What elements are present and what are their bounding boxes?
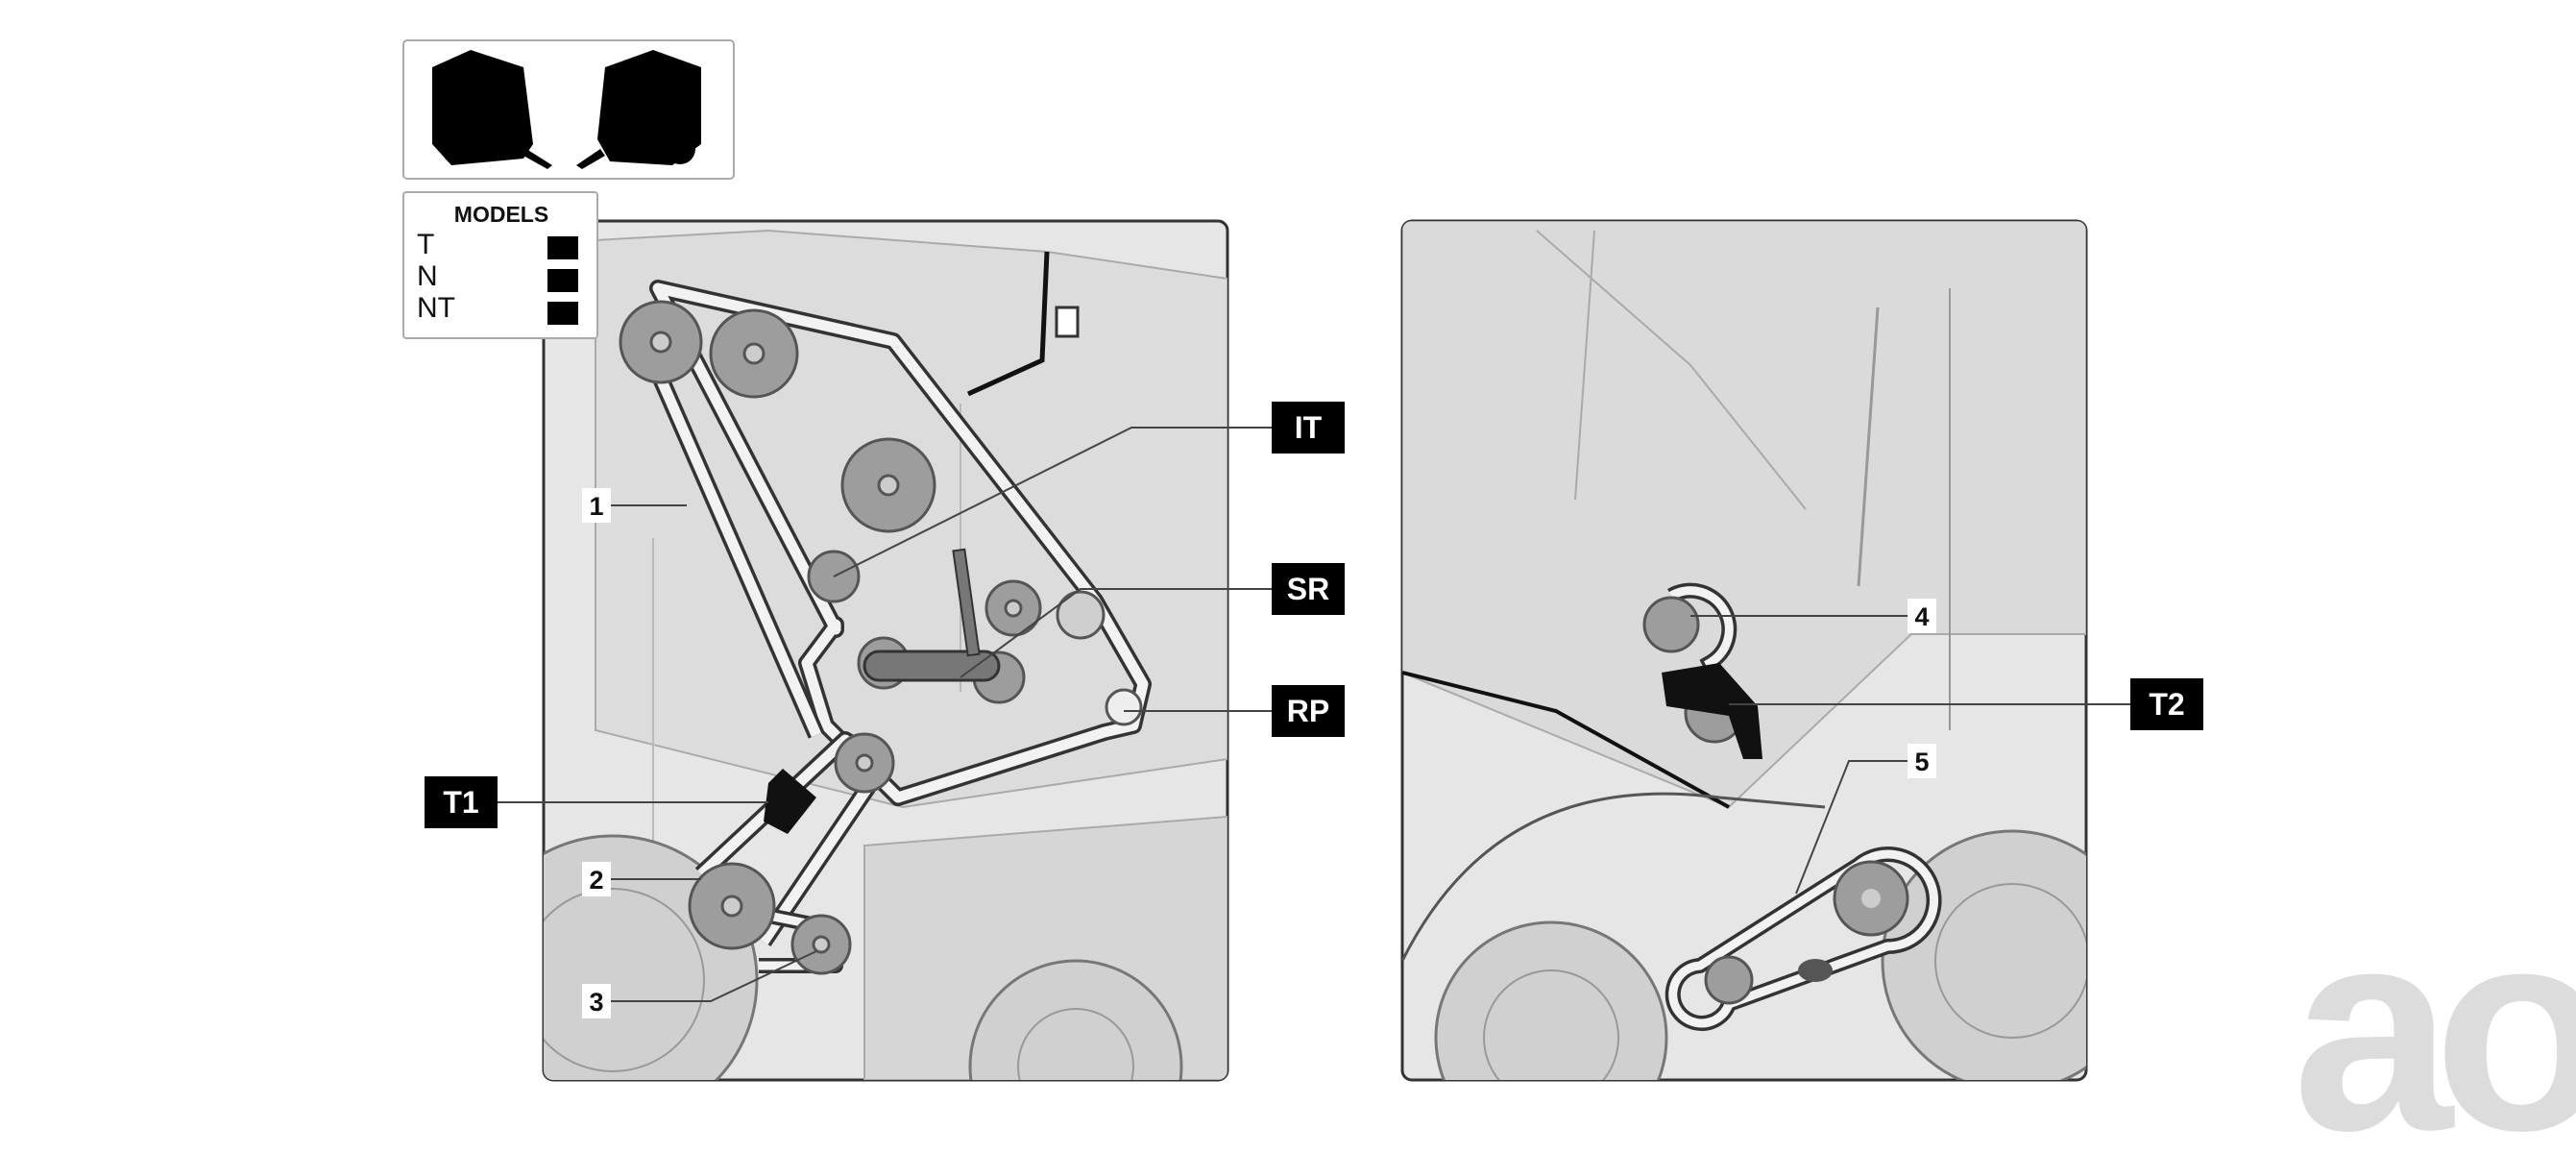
callout-tag-it: IT — [1272, 402, 1345, 454]
belt-number-2: 2 — [589, 866, 603, 895]
right-machine-outline — [1402, 221, 2086, 1080]
leader-lines — [498, 427, 2130, 1002]
number-labels: 1 2 3 4 5 — [582, 488, 1936, 1018]
model-item: NT — [417, 292, 455, 324]
belt-5 — [1665, 846, 1942, 1031]
model-marker — [547, 302, 578, 325]
callout-tag-rp: RP — [1272, 685, 1345, 737]
watermark-logo: ao — [2293, 868, 2576, 1153]
belt-number-5: 5 — [1914, 748, 1929, 776]
right-panel — [1400, 219, 2088, 1082]
tensioner-t2-icon — [1662, 663, 1762, 759]
baler-icons-box — [402, 39, 735, 180]
svg-text:RP: RP — [1287, 694, 1329, 728]
belt-4 — [1667, 582, 1751, 734]
starter-roller-chain — [863, 650, 1001, 682]
svg-text:T1: T1 — [443, 785, 478, 820]
tensioner-t1-icon — [764, 769, 816, 834]
svg-text:SR: SR — [1287, 572, 1329, 606]
callout-tag-t1: T1 — [425, 776, 498, 828]
callout-tag-t2: T2 — [2130, 678, 2203, 730]
baler-silhouette-icon — [432, 50, 552, 169]
models-title: MODELS — [454, 202, 548, 227]
model-marker — [547, 236, 578, 259]
left-panel — [542, 219, 1229, 1082]
baler-silhouette-icon — [576, 50, 701, 169]
belt-number-1: 1 — [589, 492, 603, 521]
models-box: MODELS T N NT — [402, 191, 598, 339]
svg-text:IT: IT — [1295, 410, 1323, 445]
left-pulleys — [619, 300, 1143, 975]
model-marker — [547, 269, 578, 292]
svg-text:T2: T2 — [2149, 687, 2184, 722]
belt-number-4: 4 — [1914, 602, 1929, 631]
callout-tag-sr: SR — [1272, 563, 1345, 615]
model-item: N — [417, 260, 438, 292]
belt-1 — [625, 280, 1152, 806]
model-item: T — [417, 229, 434, 260]
belt-number-3: 3 — [589, 988, 603, 1017]
